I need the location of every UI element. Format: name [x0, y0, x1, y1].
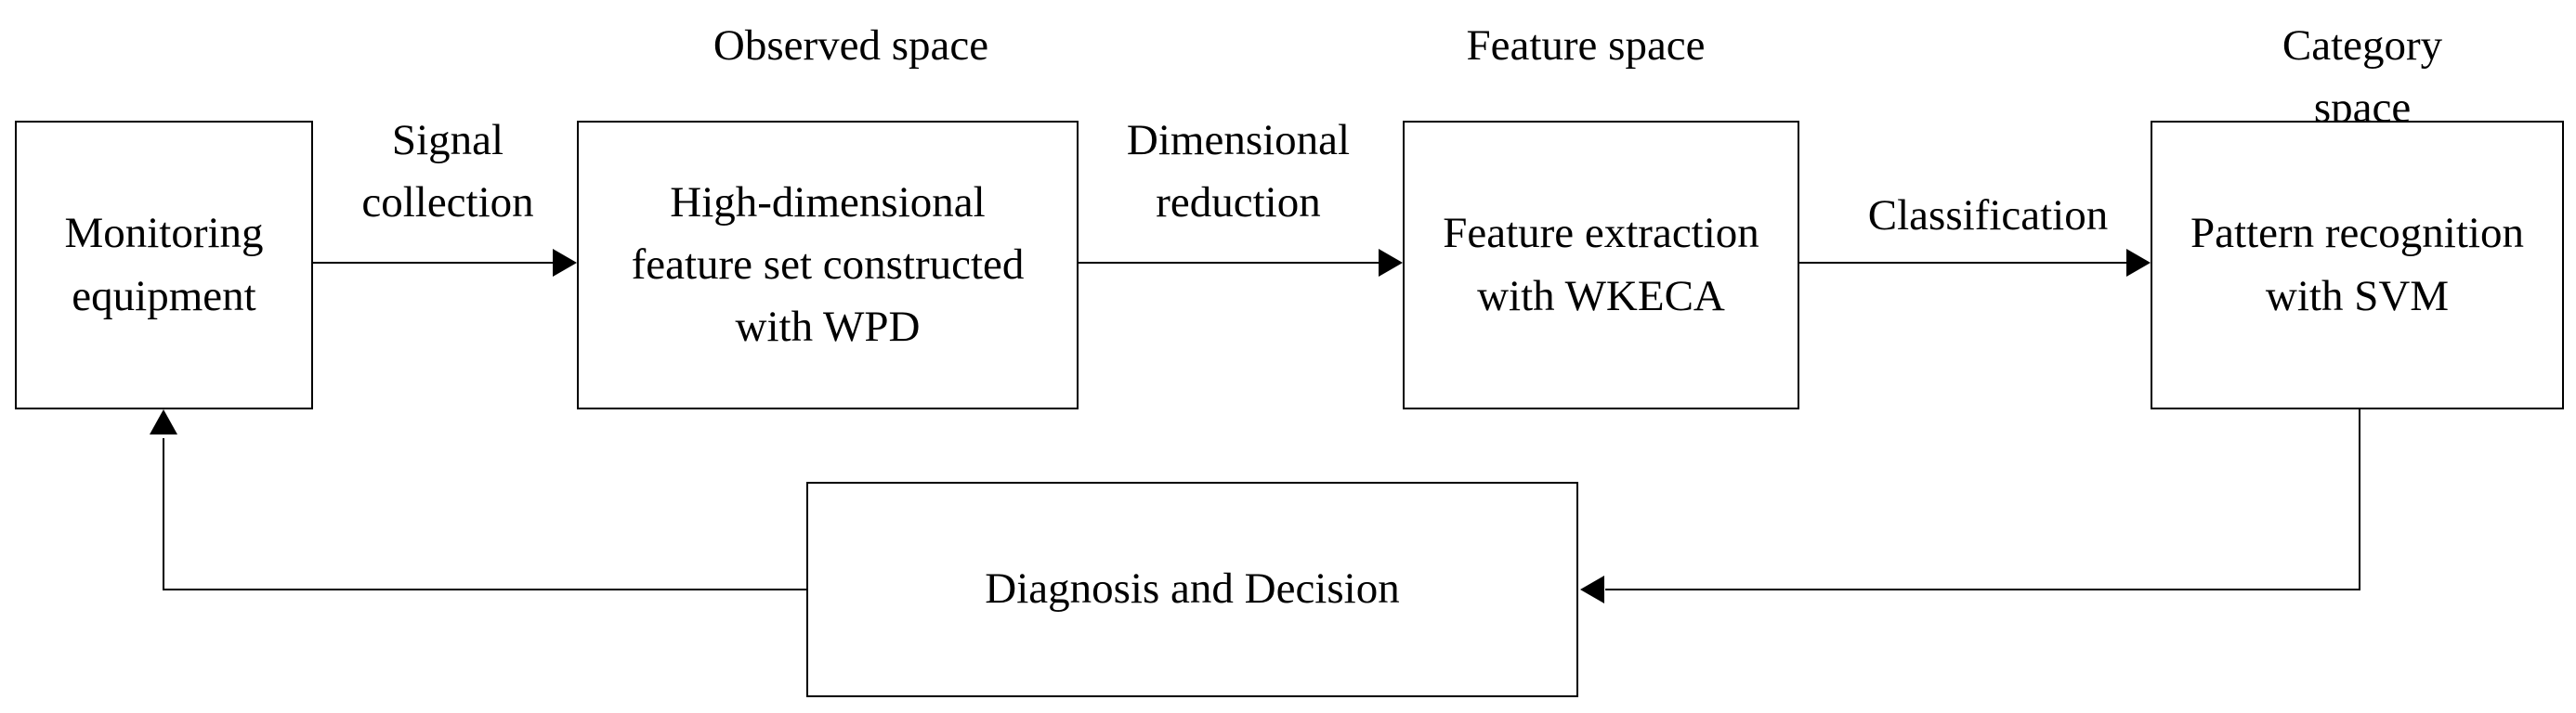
pattern-recognition-box: Pattern recognition with SVM: [2151, 121, 2564, 409]
diagnosis-decision-text: Diagnosis and Decision: [985, 564, 1400, 614]
classification-label: Classification: [1867, 191, 2109, 240]
high-dimensional-feature-set-box: High-dimensional feature set constructed…: [577, 121, 1079, 409]
feature-space-label: Feature space: [1466, 21, 1706, 70]
arrowhead-monitoring: [150, 409, 177, 434]
feature-extraction-box: Feature extraction with WKECA: [1403, 121, 1799, 409]
arrowhead-diagnosis: [1580, 576, 1604, 603]
monitoring-equipment-box: Monitoring equipment: [15, 121, 313, 409]
arrowhead-classification: [2126, 249, 2151, 277]
signal-collection-label: Signal collection: [361, 116, 534, 227]
diagnosis-decision-box: Diagnosis and Decision: [806, 482, 1578, 697]
dimensional-reduction-label: Dimensional reduction: [1126, 116, 1351, 227]
arrowhead-dimensional-reduction: [1379, 249, 1403, 277]
arrowhead-signal-collection: [553, 249, 577, 277]
feature-extraction-text: Feature extraction with WKECA: [1443, 209, 1759, 320]
observed-space-label: Observed space: [713, 21, 989, 70]
pattern-recognition-text: Pattern recognition with SVM: [2190, 209, 2524, 320]
high-dimensional-feature-set-text: High-dimensional feature set constructed…: [631, 177, 1025, 352]
arrow-diagnosis-to-monitoring: [163, 438, 806, 590]
monitoring-equipment-text: Monitoring equipment: [64, 209, 264, 320]
arrow-svm-to-diagnosis: [1605, 408, 2360, 590]
